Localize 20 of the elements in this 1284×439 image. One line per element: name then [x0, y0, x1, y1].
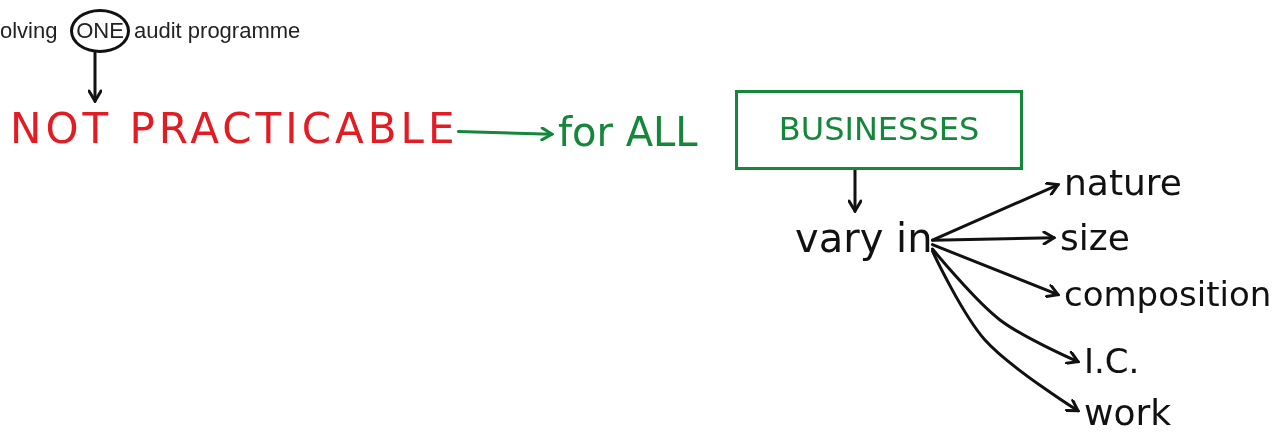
arrow — [931, 243, 1060, 299]
branch-word: vary in — [795, 216, 933, 260]
arrow — [931, 230, 1056, 246]
circled-word — [70, 9, 130, 53]
arrow — [931, 249, 1080, 413]
arrow — [847, 168, 863, 213]
phrase-text: for ALL — [558, 110, 698, 154]
arrow — [87, 51, 103, 103]
item-text: work — [1084, 393, 1172, 433]
item-text: composition — [1064, 276, 1272, 314]
heading-text: NOT PRACTICABLE — [10, 106, 459, 153]
arrow — [456, 126, 554, 142]
circled-text: ONE — [76, 18, 124, 44]
item-text: I.C. — [1084, 343, 1140, 381]
arrow — [931, 247, 1080, 365]
highlight-box — [735, 90, 1023, 170]
item-text: size — [1060, 218, 1130, 258]
arrow — [931, 181, 1060, 242]
item-text: nature — [1064, 163, 1182, 203]
boxed-text: BUSINESSES — [778, 112, 980, 148]
